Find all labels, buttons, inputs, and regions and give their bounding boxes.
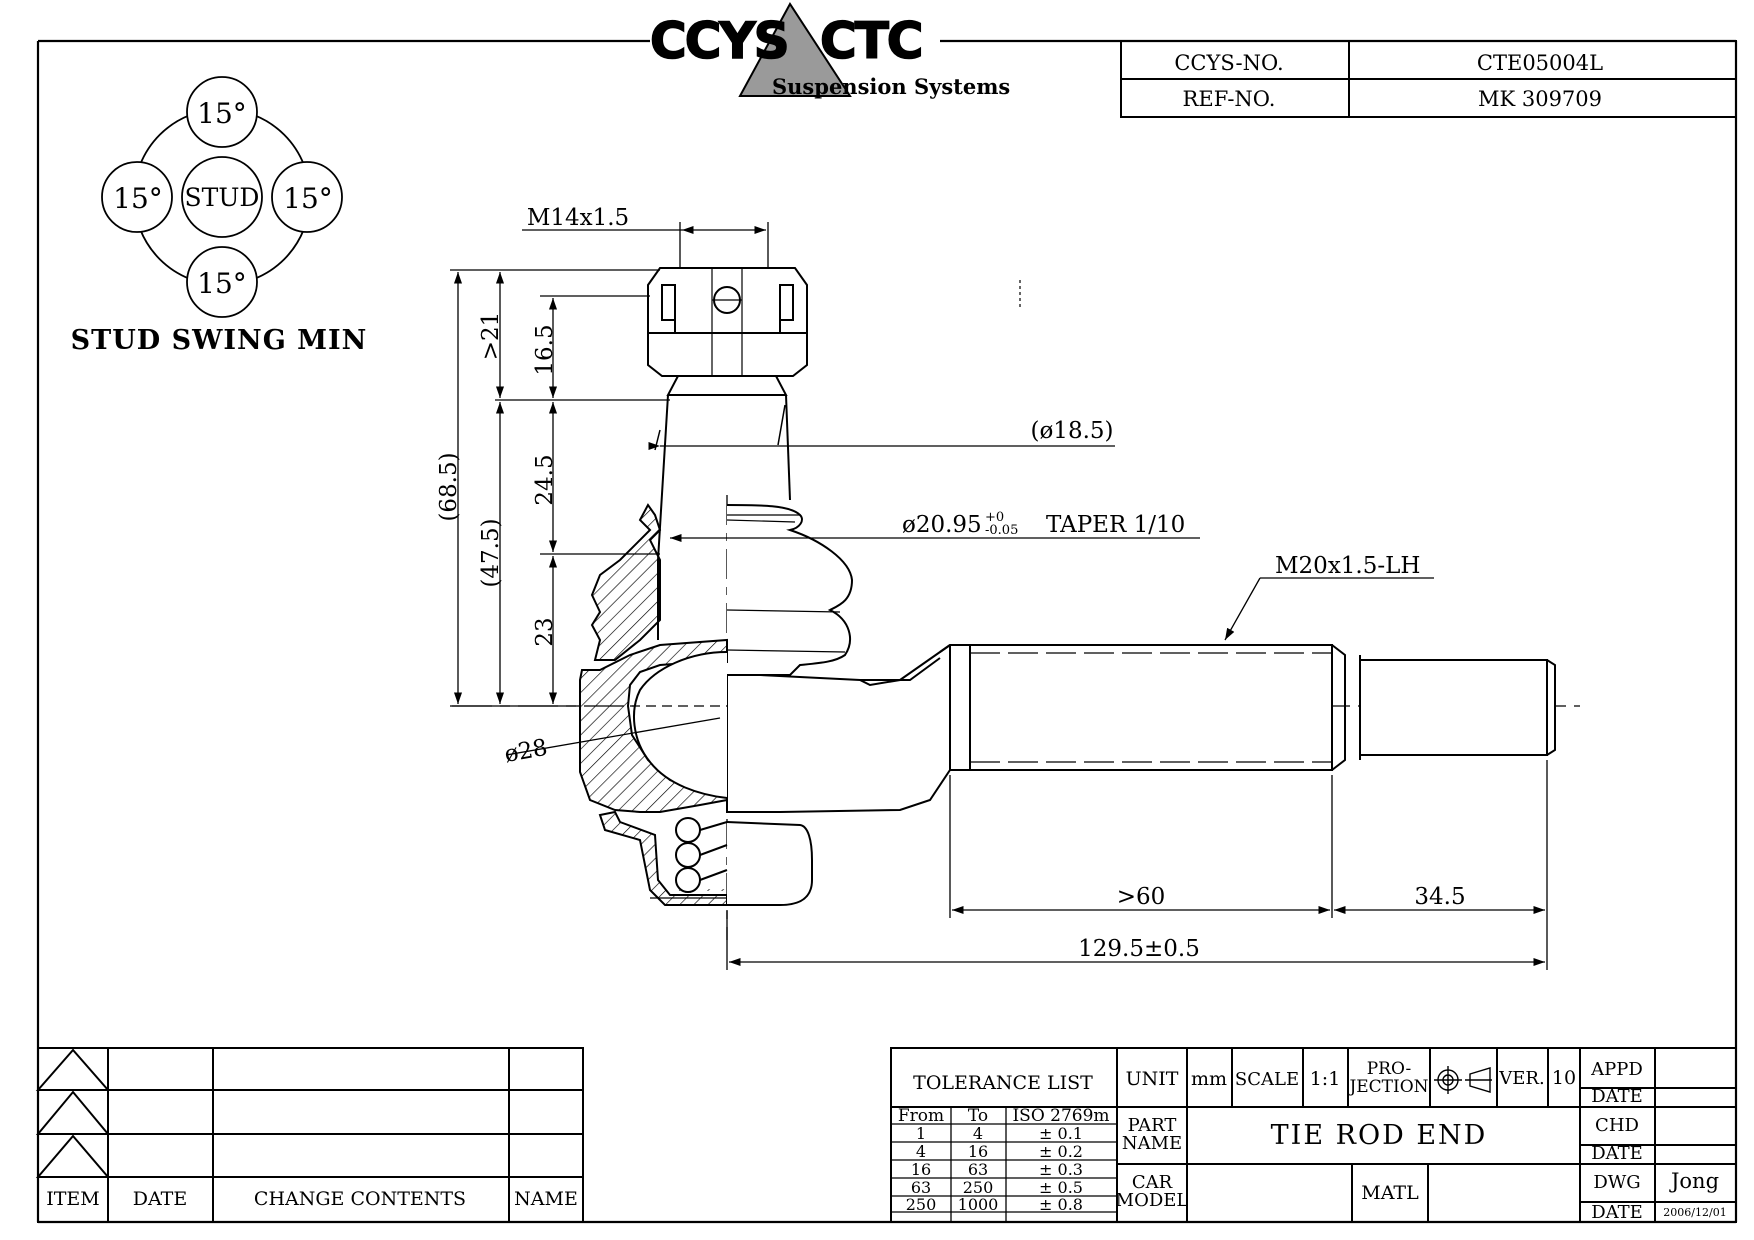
- scale-label: SCALE: [1235, 1069, 1299, 1090]
- dim-thread-m14: M14x1.5: [527, 205, 629, 231]
- swing-left-angle: 15°: [113, 182, 163, 215]
- tie-rod-end-drawing: [452, 267, 1580, 940]
- reference-table: [1120, 40, 1737, 118]
- title-block: [890, 1047, 1737, 1223]
- tolerance-row-5-value: ± 0.8: [1039, 1195, 1083, 1214]
- dim-68-5: (68.5): [436, 452, 462, 521]
- dwg-label: DWG: [1593, 1172, 1640, 1193]
- version-label: VER.: [1498, 1068, 1544, 1089]
- dim-taper-diameter: ø20.95: [902, 512, 982, 538]
- chd-date-label: DATE: [1591, 1143, 1643, 1164]
- revision-header-change: CHANGE CONTENTS: [254, 1188, 466, 1210]
- tolerance-row-4-to: 250: [963, 1178, 994, 1197]
- revision-header-date: DATE: [133, 1188, 187, 1210]
- tolerance-row-3-to: 63: [968, 1160, 988, 1179]
- ref-no-label: REF-NO.: [1183, 87, 1276, 111]
- tolerance-row-2-to: 16: [968, 1142, 988, 1161]
- swing-center-label: STUD: [185, 183, 260, 212]
- revision-header-name: NAME: [514, 1188, 578, 1210]
- tolerance-row-1-value: ± 0.1: [1039, 1124, 1083, 1143]
- part-name-value: TIE ROD END: [1271, 1120, 1488, 1151]
- dim-24-5: 24.5: [532, 454, 558, 505]
- swing-top-angle: 15°: [197, 97, 247, 130]
- dim-47-5: (47.5): [478, 518, 504, 587]
- chd-label: CHD: [1595, 1115, 1639, 1136]
- part-name-label-2: NAME: [1122, 1133, 1182, 1154]
- swing-caption: STUD SWING MIN: [71, 325, 368, 356]
- dim-23: 23: [532, 617, 558, 646]
- dim-129-5: 129.5±0.5: [1078, 936, 1200, 962]
- company-logo: CCYS CTC Suspension Systems: [649, 2, 1010, 99]
- tolerance-header-to: To: [968, 1106, 988, 1126]
- swing-right-angle: 15°: [283, 182, 333, 215]
- dimension-lines: [450, 222, 1548, 970]
- revision-header-item: ITEM: [46, 1188, 100, 1210]
- tolerance-row-1-to: 4: [973, 1124, 983, 1143]
- dim-thread-m20: M20x1.5-LH: [1275, 553, 1420, 579]
- car-model-label-2: MODEL: [1116, 1190, 1189, 1211]
- unit-label: UNIT: [1126, 1068, 1179, 1090]
- appd-label: APPD: [1590, 1059, 1643, 1080]
- revision-table: [35, 1047, 584, 1223]
- dim-greater-60: >60: [1117, 884, 1166, 910]
- dim-16-5: 16.5: [532, 324, 558, 375]
- ccys-no-label: CCYS-NO.: [1174, 51, 1283, 75]
- dim-taper-tol-upper: +0: [985, 510, 1004, 525]
- projection-symbol-icon: [1434, 1066, 1492, 1094]
- tolerance-row-4-from: 63: [911, 1178, 931, 1197]
- dwg-date-value: 2006/12/01: [1663, 1206, 1726, 1219]
- dim-taper-text: TAPER 1/10: [1046, 512, 1185, 538]
- dim-greater-21: >21: [478, 312, 504, 361]
- tolerance-row-3-value: ± 0.3: [1039, 1160, 1083, 1179]
- dwg-date-label: DATE: [1591, 1202, 1643, 1223]
- dim-dia-28: ø28: [503, 735, 550, 768]
- projection-label-2: JECTION: [1347, 1077, 1428, 1097]
- dim-taper-tol-lower: -0.05: [985, 523, 1018, 538]
- version-value: 10: [1552, 1067, 1576, 1089]
- unit-value: mm: [1191, 1068, 1227, 1090]
- dwg-value: Jong: [1669, 1169, 1719, 1193]
- dim-34-5: 34.5: [1414, 884, 1465, 910]
- tolerance-header-iso: ISO 2769m: [1012, 1106, 1109, 1126]
- swing-bottom-angle: 15°: [197, 267, 247, 300]
- tolerance-row-2-value: ± 0.2: [1039, 1142, 1083, 1161]
- logo-tagline: Suspension Systems: [772, 74, 1010, 99]
- tolerance-row-5-to: 1000: [958, 1195, 999, 1214]
- tolerance-row-4-value: ± 0.5: [1039, 1178, 1083, 1197]
- tolerance-row-5-from: 250: [906, 1195, 937, 1214]
- logo-left-text: CCYS: [650, 12, 788, 70]
- tolerance-row-2-from: 4: [916, 1142, 926, 1161]
- tolerance-row-1-from: 1: [916, 1124, 926, 1143]
- appd-date-label: DATE: [1591, 1086, 1643, 1107]
- ref-no-value: MK 309709: [1478, 87, 1602, 111]
- tolerance-header-from: From: [898, 1106, 944, 1126]
- part-name-label-1: PART: [1128, 1115, 1177, 1136]
- projection-label-1: PRO-: [1367, 1059, 1412, 1079]
- ccys-no-value: CTE05004L: [1477, 51, 1603, 75]
- matl-label: MATL: [1361, 1182, 1419, 1204]
- tolerance-list-title: TOLERANCE LIST: [913, 1072, 1093, 1094]
- stud-swing-diagram: [101, 76, 343, 318]
- logo-right-text: CTC: [820, 12, 922, 70]
- tolerance-row-3-from: 16: [911, 1160, 931, 1179]
- scale-value: 1:1: [1310, 1068, 1341, 1090]
- dim-dia-18-5: (ø18.5): [1030, 418, 1113, 444]
- car-model-label-1: CAR: [1132, 1172, 1173, 1193]
